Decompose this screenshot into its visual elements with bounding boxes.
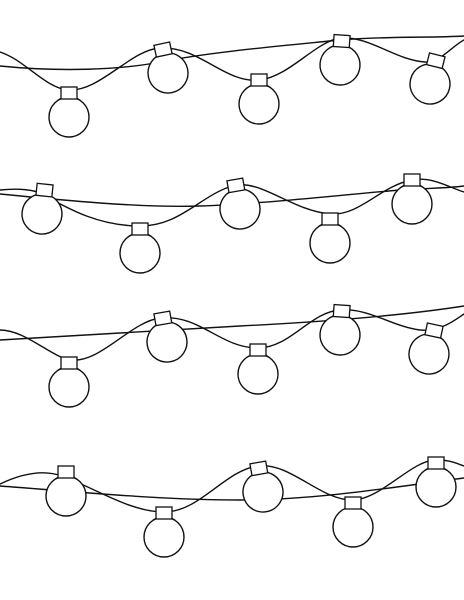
bulb-globe: [409, 63, 451, 105]
light-bulb-icon: [219, 177, 261, 230]
bulb-globe: [119, 232, 161, 274]
light-bulb-icon: [309, 212, 351, 264]
light-bulb-icon: [146, 310, 188, 363]
bulb-socket: [250, 73, 268, 87]
light-bulb-icon: [319, 33, 361, 86]
bulb-socket: [424, 322, 444, 339]
light-bulb-icon: [319, 303, 361, 356]
light-string-wire: [0, 309, 464, 361]
bulb-socket: [153, 41, 173, 58]
bulb-socket: [153, 310, 173, 327]
bulb-globe: [146, 321, 188, 363]
bulb-socket: [35, 182, 54, 198]
light-bulb-icon: [408, 322, 450, 375]
bulb-globe: [21, 193, 63, 235]
light-string-wire: [0, 305, 464, 341]
light-bulb-icon: [143, 506, 185, 558]
bulb-globe: [309, 222, 351, 264]
light-bulb-icon: [48, 356, 90, 408]
light-bulb-icon: [45, 465, 87, 517]
light-bulb-icon: [48, 86, 90, 138]
bulb-socket: [60, 356, 78, 370]
bulb-socket: [427, 456, 445, 470]
light-string-2: [0, 173, 464, 274]
bulb-socket: [155, 506, 173, 520]
bulb-socket: [321, 212, 339, 226]
bulb-globe: [415, 466, 457, 508]
light-bulb-icon: [21, 182, 63, 235]
light-bulb-icon: [147, 41, 189, 94]
light-string-wire: [0, 35, 464, 71]
bulb-globe: [242, 471, 284, 513]
bulb-globe: [219, 188, 261, 230]
bulb-globe: [319, 314, 361, 356]
light-bulb-icon: [242, 460, 284, 513]
bulb-socket: [425, 52, 446, 70]
bulb-socket: [249, 343, 267, 357]
light-string-1: [0, 33, 464, 138]
light-bulb-icon: [409, 52, 451, 105]
bulb-globe: [147, 52, 189, 94]
bulb-socket: [332, 303, 351, 319]
bulb-globe: [332, 506, 374, 548]
bulb-globe: [238, 83, 280, 125]
bulb-globe: [391, 183, 433, 225]
light-bulb-icon: [238, 73, 280, 125]
light-string-wire: [0, 37, 464, 91]
bulb-socket: [403, 173, 421, 187]
light-bulb-icon: [237, 343, 279, 395]
light-string-4: [0, 456, 464, 558]
bulb-socket: [344, 496, 362, 510]
bulb-globe: [143, 516, 185, 558]
bulb-socket: [332, 33, 351, 49]
bulb-socket: [226, 177, 246, 194]
bulb-globe: [319, 44, 361, 86]
bulb-globe: [237, 353, 279, 395]
bulb-globe: [45, 475, 87, 517]
light-bulb-icon: [415, 456, 457, 508]
bulb-socket: [57, 465, 75, 479]
bulb-globe: [48, 366, 90, 408]
bulb-socket: [60, 86, 78, 100]
bulb-socket: [249, 460, 269, 477]
bulb-socket: [131, 222, 149, 236]
light-bulb-icon: [391, 173, 433, 225]
light-string-3: [0, 303, 464, 408]
light-bulb-icon: [119, 222, 161, 274]
bulb-globe: [408, 333, 450, 375]
bulb-globe: [48, 96, 90, 138]
light-bulb-icon: [332, 496, 374, 548]
